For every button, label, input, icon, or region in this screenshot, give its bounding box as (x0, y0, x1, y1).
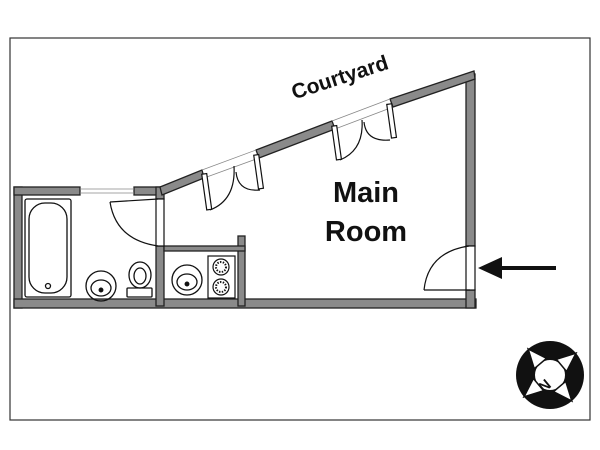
wall-diagonal-3 (389, 70, 476, 108)
window-lines (80, 98, 394, 194)
wall-bathroom-top (13, 186, 81, 196)
wall-bathroom-partition-lower (155, 245, 165, 307)
sink-icon (85, 270, 117, 302)
courtyard-label: Courtyard (289, 51, 392, 104)
bathtub-icon (24, 198, 72, 298)
door-swing-icon (331, 119, 363, 161)
main-room-label-line1: Main (333, 177, 399, 209)
kitchen-sink-icon (171, 264, 203, 296)
walls (13, 70, 477, 309)
wall-diagonal-2 (255, 120, 336, 159)
door-swing-icon (235, 153, 265, 191)
wall-right-upper (465, 73, 476, 247)
door-swing-icon (363, 103, 398, 141)
burner (212, 258, 230, 276)
door-swing-icon (423, 245, 476, 291)
doors (109, 103, 476, 291)
toilet-icon (126, 261, 153, 298)
door-swing-icon (109, 198, 165, 247)
stovetop-icon (207, 255, 236, 299)
drawing-frame (9, 37, 591, 421)
burner (212, 278, 230, 296)
wall-kitchen-partition (237, 235, 246, 307)
wall-bathroom-left (13, 186, 23, 309)
compass-icon: N (516, 341, 584, 409)
main-room-label-line2: Room (325, 216, 407, 248)
door-swing-icon (201, 165, 235, 211)
wall-kitchen-top (163, 245, 246, 252)
wall-diagonal-1 (159, 169, 205, 196)
entrance-arrow-icon (478, 257, 556, 279)
wall-right-lower (465, 289, 476, 309)
